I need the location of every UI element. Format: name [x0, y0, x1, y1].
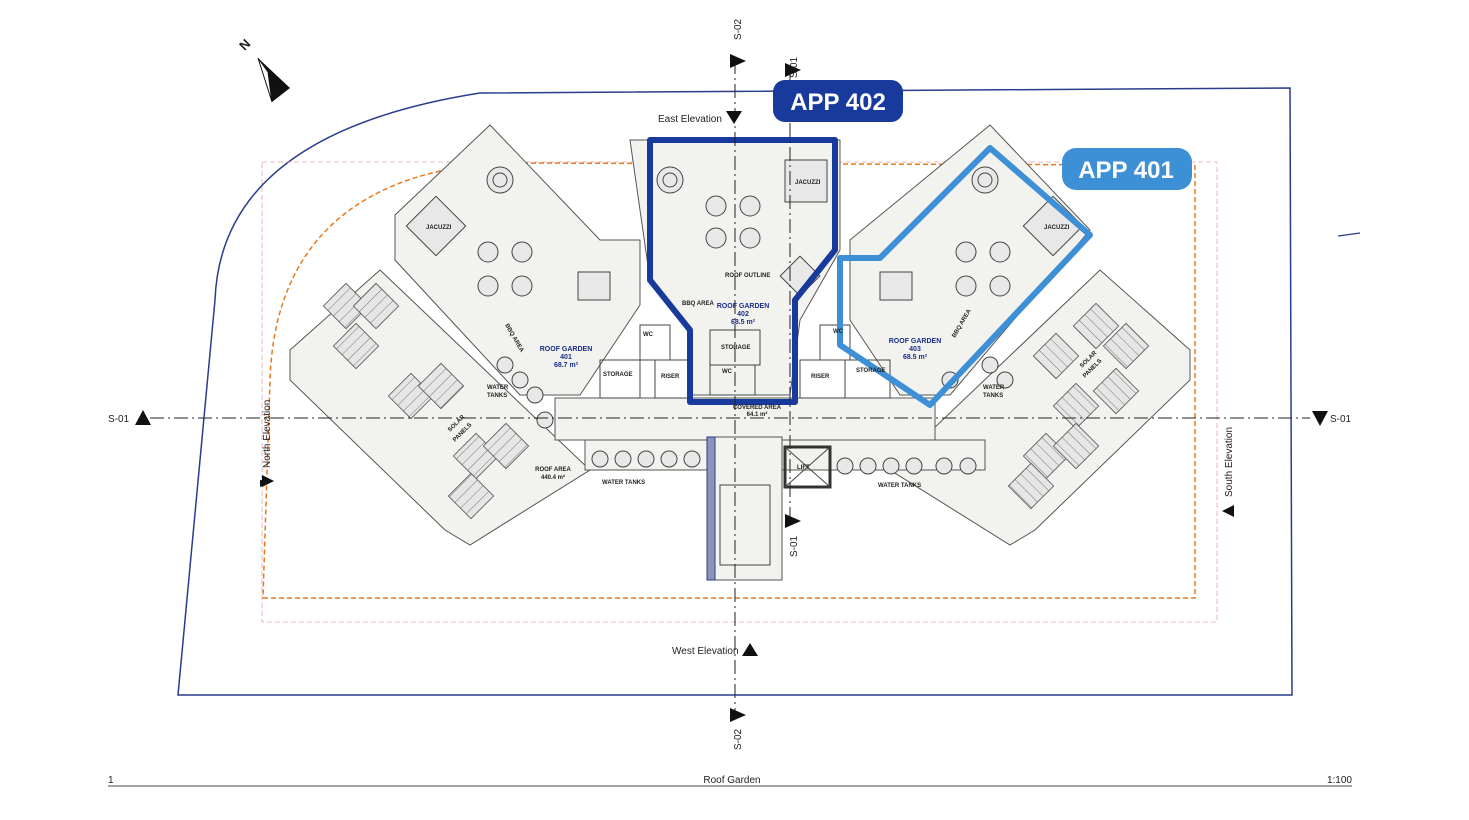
lift-label: LIFT [797, 465, 810, 471]
roof-area-value: 440.4 m² [541, 474, 565, 481]
riser-label-right: RISER [811, 374, 830, 380]
jacuzzi-label-left: JACUZZI [426, 225, 452, 231]
plot-outline [261, 161, 1218, 623]
roof-garden-403: ROOF GARDEN 403 68.5 m² [889, 338, 942, 361]
north-elevation-label: North Elevation [262, 400, 273, 468]
jacuzzi-label-center: JACUZZI [795, 180, 821, 186]
stray-mark [1337, 232, 1361, 237]
water-tanks-label-right: WATER TANKS [878, 483, 921, 489]
garden-402-name: ROOF GARDEN [717, 303, 770, 310]
roof-area-label: ROOF AREA 440.4 m² [535, 467, 571, 481]
roof-outline-label: ROOF OUTLINE [725, 273, 770, 279]
furniture [405, 159, 1084, 475]
water-label-right: WATER [983, 385, 1005, 391]
app-402-tag: APP 402 [773, 80, 903, 122]
north-label: N [236, 36, 253, 53]
section-s02-top: S-02 [733, 18, 744, 40]
wc-label-center: WC [722, 369, 733, 375]
roof-garden-402: ROOF GARDEN 402 68.5 m² [717, 303, 770, 326]
storage-label-center: STORAGE [721, 345, 751, 351]
roof-garden-401: ROOF GARDEN 401 68.7 m² [540, 346, 593, 369]
drawing-scale: 1:100 [1327, 775, 1352, 786]
app-401-outline [837, 145, 1093, 408]
section-lines [150, 60, 1310, 712]
section-s01-right: S-01 [1330, 414, 1352, 425]
drawing-number: 1 [108, 775, 114, 786]
section-s02-bottom: S-02 [733, 728, 744, 750]
south-elevation-label: South Elevation [1224, 427, 1235, 497]
site-boundary [177, 87, 1293, 696]
garden-402-area: 68.5 m² [731, 319, 756, 326]
water-label-left: WATER [487, 385, 509, 391]
section-s01-mid: S-01 [789, 535, 800, 557]
north-arrow-icon: N [236, 36, 290, 103]
section-markers [135, 54, 1328, 722]
water-tanks-label-left: WATER TANKS [602, 480, 645, 486]
garden-403-unit: 403 [909, 346, 921, 353]
section-s01-top: S-01 [789, 56, 800, 78]
jacuzzi-label-right: JACUZZI [1044, 225, 1070, 231]
section-s01-left: S-01 [108, 414, 130, 425]
storage-label-left: STORAGE [603, 372, 633, 378]
solar-panels-right [1007, 302, 1150, 510]
covered-area-label: COVERED AREA 64.1 m² [733, 405, 782, 418]
tanks-label-right: TANKS [983, 393, 1003, 399]
garden-403-name: ROOF GARDEN [889, 338, 942, 345]
garden-402-unit: 402 [737, 311, 749, 318]
app-402-outline [647, 137, 838, 405]
garden-403-area: 68.5 m² [903, 354, 928, 361]
app-401-label: APP 401 [1078, 157, 1174, 184]
east-elevation-label: East Elevation [658, 114, 722, 125]
garden-401-name: ROOF GARDEN [540, 346, 593, 353]
solar-panels-left [322, 282, 530, 520]
app-402-label: APP 402 [790, 89, 886, 116]
drawing-title: Roof Garden [703, 775, 760, 786]
west-elevation-label: West Elevation [672, 646, 739, 657]
tanks-label-left: TANKS [487, 393, 507, 399]
riser-label-left: RISER [661, 374, 680, 380]
covered-area-name: COVERED AREA [733, 405, 782, 411]
storage-label-right: STORAGE [856, 368, 886, 374]
rooms [599, 324, 891, 581]
covered-area-value: 64.1 m² [747, 411, 768, 418]
wc-label-right: WC [833, 329, 844, 335]
garden-401-area: 68.7 m² [554, 362, 579, 369]
garden-401-unit: 401 [560, 354, 572, 361]
roof-area-name: ROOF AREA [535, 467, 571, 473]
app-401-tag: APP 401 [1062, 148, 1192, 190]
bbq-label-center: BBQ AREA [682, 301, 714, 307]
wc-label-left: WC [643, 332, 654, 338]
